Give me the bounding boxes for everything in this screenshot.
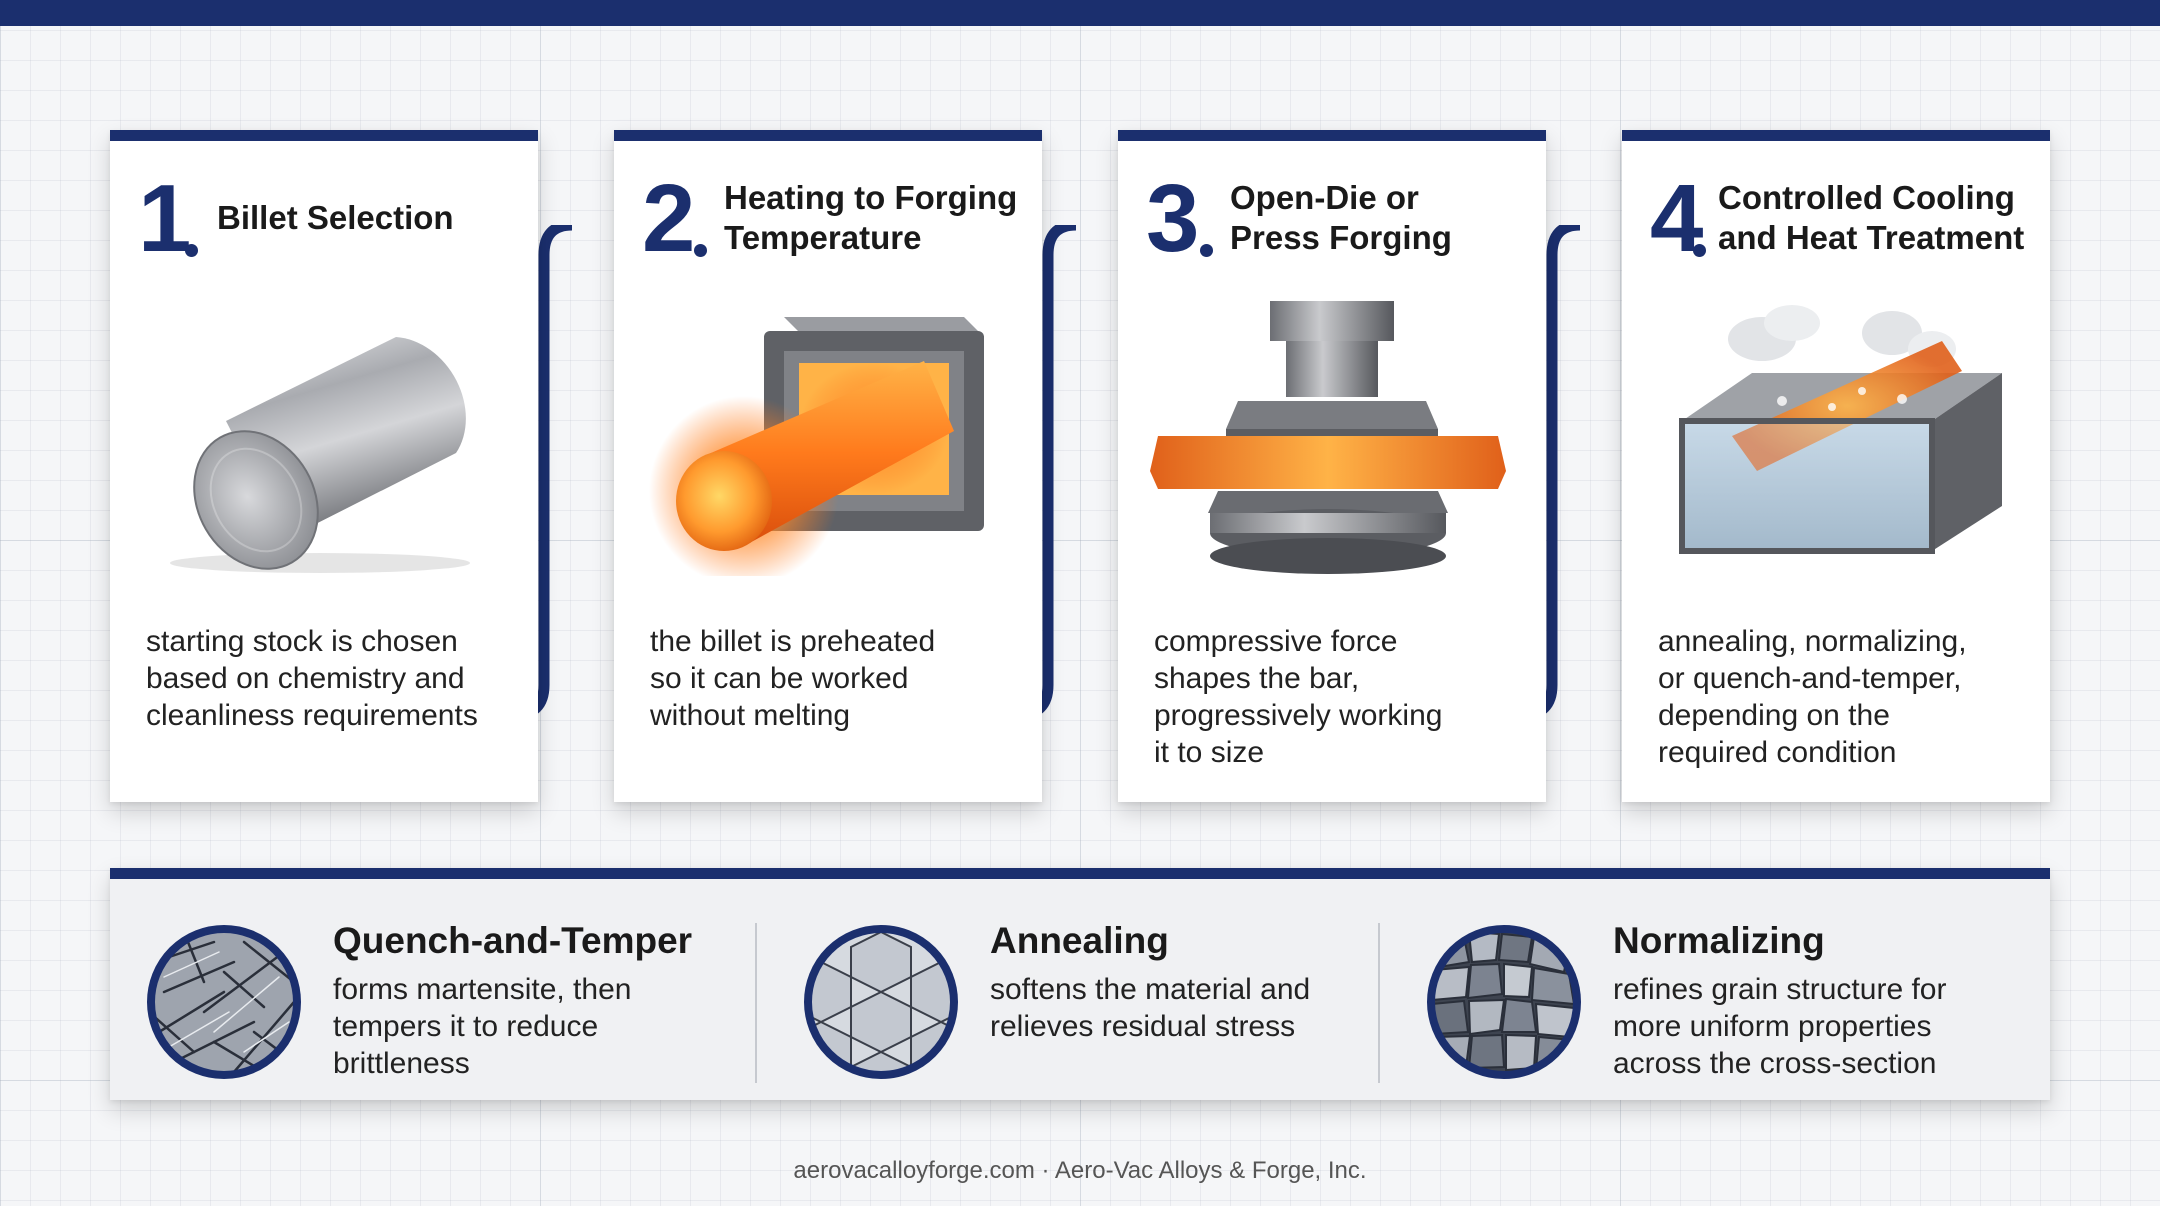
steel-billet-icon — [170, 337, 470, 573]
step-description: starting stock is chosen based on chemis… — [146, 625, 478, 732]
connector-line — [1546, 225, 1580, 714]
annealed-grain-icon — [804, 925, 958, 1079]
furnace-icon — [649, 317, 984, 576]
step-card-forging: 3 Open-Die or Press Forging compressive … — [1118, 130, 1546, 802]
step-number-dot — [185, 244, 198, 257]
step-title: Billet Selection — [217, 199, 454, 236]
top-accent-bar — [0, 0, 2160, 26]
step-description: the billet is preheated so it can be wor… — [650, 625, 936, 732]
step-number-dot — [1200, 244, 1213, 257]
step-number-dot — [694, 244, 707, 257]
step-card-heating: 2 Heating to Forging Temperature — [614, 130, 1042, 802]
step-card-billet-selection: 1 Billet Selection starting stock is cho… — [110, 130, 538, 802]
step-description: compressive force shapes the bar, progre… — [1154, 625, 1443, 769]
treatment-title: Annealing — [990, 920, 1169, 961]
treatment-description: refines grain structure for more uniform… — [1613, 973, 1947, 1080]
step-title: Controlled Cooling and Heat Treatment — [1718, 179, 2025, 256]
step-number: 1 — [138, 165, 191, 272]
step-number: 2 — [642, 165, 695, 272]
normalized-grain-icon — [1427, 925, 1581, 1079]
quench-tank-icon — [1679, 305, 2002, 554]
treatment-title: Quench-and-Temper — [333, 920, 693, 961]
treatment-item-annealing: Annealing softens the material and relie… — [767, 879, 1387, 1100]
martensite-microstructure-icon — [147, 925, 301, 1079]
divider — [1378, 923, 1380, 1083]
footer-credit: aerovacalloyforge.com · Aero-Vac Alloys … — [793, 1157, 1367, 1184]
treatment-description: forms martensite, then tempers it to red… — [333, 973, 632, 1080]
treatment-item-quench-and-temper: Quench-and-Temper forms martensite, then… — [110, 879, 755, 1100]
treatment-item-normalizing: Normalizing refines grain structure for … — [1390, 879, 2040, 1100]
step-title: Heating to Forging Temperature — [724, 179, 1018, 256]
step-number: 3 — [1146, 165, 1199, 272]
treatment-description: softens the material and relieves residu… — [990, 973, 1311, 1043]
connector-line — [538, 225, 572, 714]
step-card-cooling: 4 Controlled Cooling and Heat Treatment … — [1622, 130, 2050, 802]
step-title: Open-Die or Press Forging — [1230, 179, 1452, 256]
step-number-dot — [1693, 244, 1706, 257]
step-description: annealing, normalizing, or quench-and-te… — [1658, 625, 1967, 769]
treatment-title: Normalizing — [1613, 920, 1825, 961]
divider — [755, 923, 757, 1083]
heat-treatment-panel: Quench-and-Temper forms martensite, then… — [110, 868, 2050, 1100]
forging-press-icon — [1150, 301, 1506, 574]
connector-line — [1042, 225, 1076, 714]
